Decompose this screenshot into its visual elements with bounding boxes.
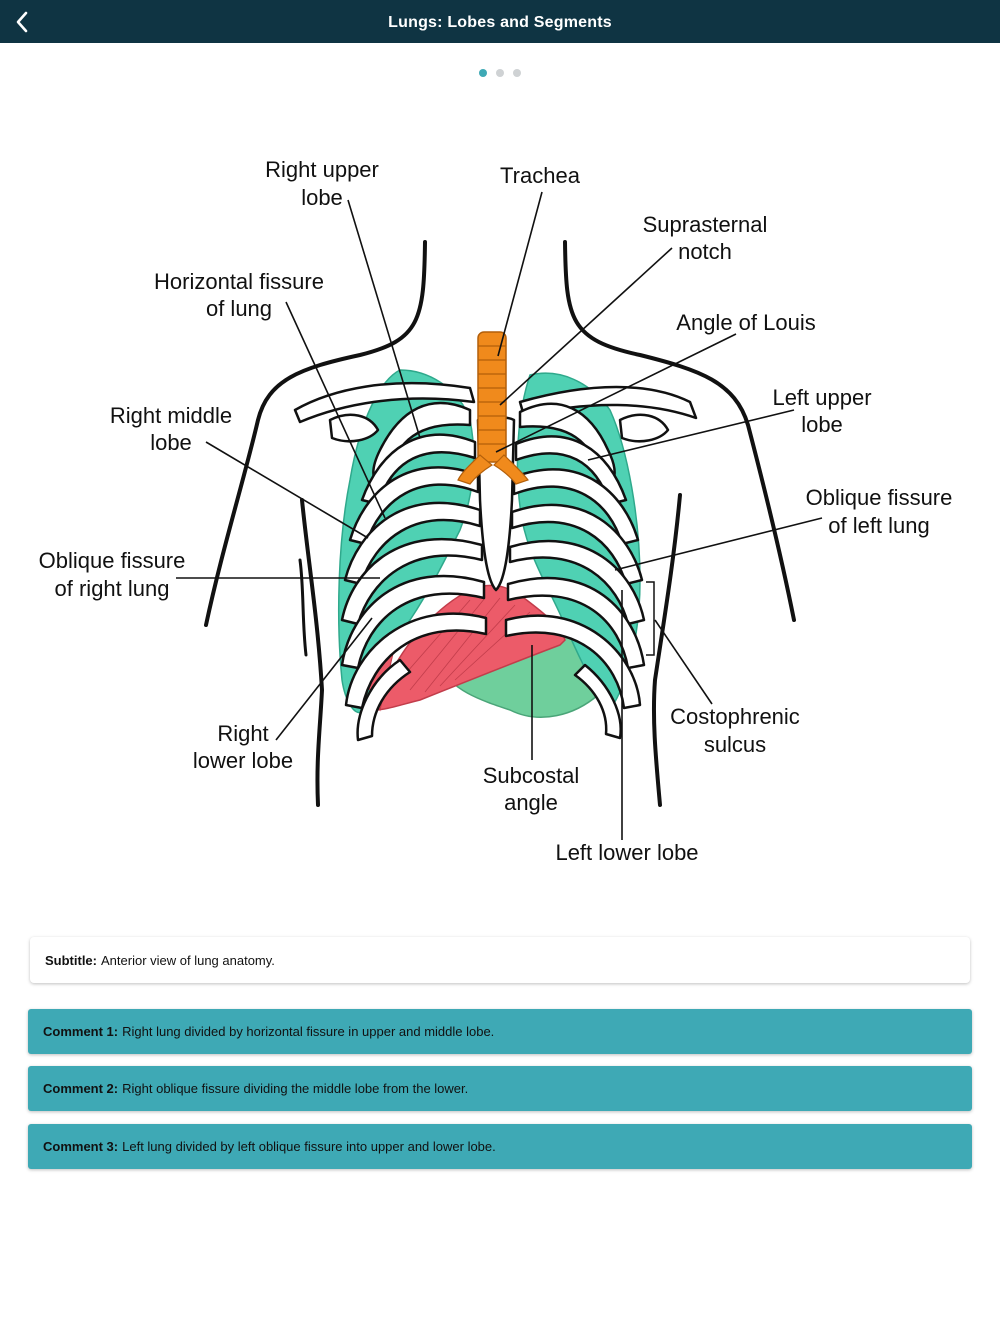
label-subcostal-angle-line2: angle	[504, 790, 558, 815]
label-trachea: Trachea	[500, 163, 581, 188]
subtitle-card: Subtitle: Anterior view of lung anatomy.	[30, 937, 970, 983]
back-button[interactable]	[4, 4, 40, 40]
label-suprasternal-notch-line1: Suprasternal	[643, 212, 768, 237]
label-horizontal-fissure-line2: of lung	[206, 296, 272, 321]
label-oblique-fissure-left-line2: of left lung	[828, 513, 930, 538]
label-right-middle-lobe-line1: Right middle	[110, 403, 232, 428]
page-dot-1[interactable]	[479, 69, 487, 77]
label-horizontal-fissure-line1: Horizontal fissure	[154, 269, 324, 294]
subtitle-text: Anterior view of lung anatomy.	[101, 952, 275, 968]
label-right-middle-lobe-line2: lobe	[150, 430, 192, 455]
comment-card-1[interactable]: Comment 1: Right lung divided by horizon…	[28, 1009, 972, 1054]
label-right-upper-lobe-line1: Right upper	[265, 157, 379, 182]
label-left-upper-lobe-line2: lobe	[801, 412, 843, 437]
label-oblique-fissure-right-line1: Oblique fissure	[39, 548, 186, 573]
label-costophrenic-sulcus-line1: Costophrenic	[670, 704, 800, 729]
nav-bar: Lungs: Lobes and Segments	[0, 0, 1000, 43]
label-suprasternal-notch-line2: notch	[678, 239, 732, 264]
page-indicator	[0, 69, 1000, 77]
label-left-lower-lobe: Left lower lobe	[555, 840, 698, 865]
comment-key: Comment 2:	[43, 1081, 119, 1096]
page-title: Lungs: Lobes and Segments	[388, 14, 612, 31]
comment-text: Right oblique fissure dividing the middl…	[122, 1081, 469, 1096]
label-costophrenic-sulcus-line2: sulcus	[704, 732, 766, 757]
label-subcostal-angle-line1: Subcostal	[483, 763, 580, 788]
diaphragm-fibers	[399, 597, 531, 693]
trachea-shape	[457, 331, 529, 485]
label-angle-of-louis: Angle of Louis	[676, 310, 815, 335]
diagram-svg: Right upper lobe Trachea Suprasternal no…	[39, 157, 953, 865]
diagram-labels: Right upper lobe Trachea Suprasternal no…	[39, 157, 953, 865]
label-oblique-fissure-right-line2: of right lung	[55, 576, 170, 601]
subtitle-key: Subtitle:	[45, 952, 97, 968]
page-dot-2[interactable]	[496, 69, 504, 77]
leader-lines	[176, 191, 823, 840]
label-left-upper-lobe-line1: Left upper	[772, 385, 871, 410]
sulcus-bracket	[646, 581, 655, 656]
comment-card-3[interactable]: Comment 3: Left lung divided by left obl…	[28, 1124, 972, 1169]
label-right-lower-lobe-line1: Right	[217, 721, 268, 746]
lung-anatomy-diagram: Right upper lobe Trachea Suprasternal no…	[0, 120, 1000, 900]
comment-text: Left lung divided by left oblique fissur…	[122, 1139, 496, 1154]
comment-key: Comment 3:	[43, 1139, 119, 1154]
label-right-upper-lobe-line2: lobe	[301, 185, 343, 210]
page-dot-3[interactable]	[513, 69, 521, 77]
comment-card-2[interactable]: Comment 2: Right oblique fissure dividin…	[28, 1066, 972, 1111]
label-right-lower-lobe-line2: lower lobe	[193, 748, 293, 773]
comment-text: Right lung divided by horizontal fissure…	[122, 1024, 495, 1039]
chevron-left-icon	[16, 11, 28, 33]
comment-key: Comment 1:	[43, 1024, 119, 1039]
label-oblique-fissure-left-line1: Oblique fissure	[806, 485, 953, 510]
